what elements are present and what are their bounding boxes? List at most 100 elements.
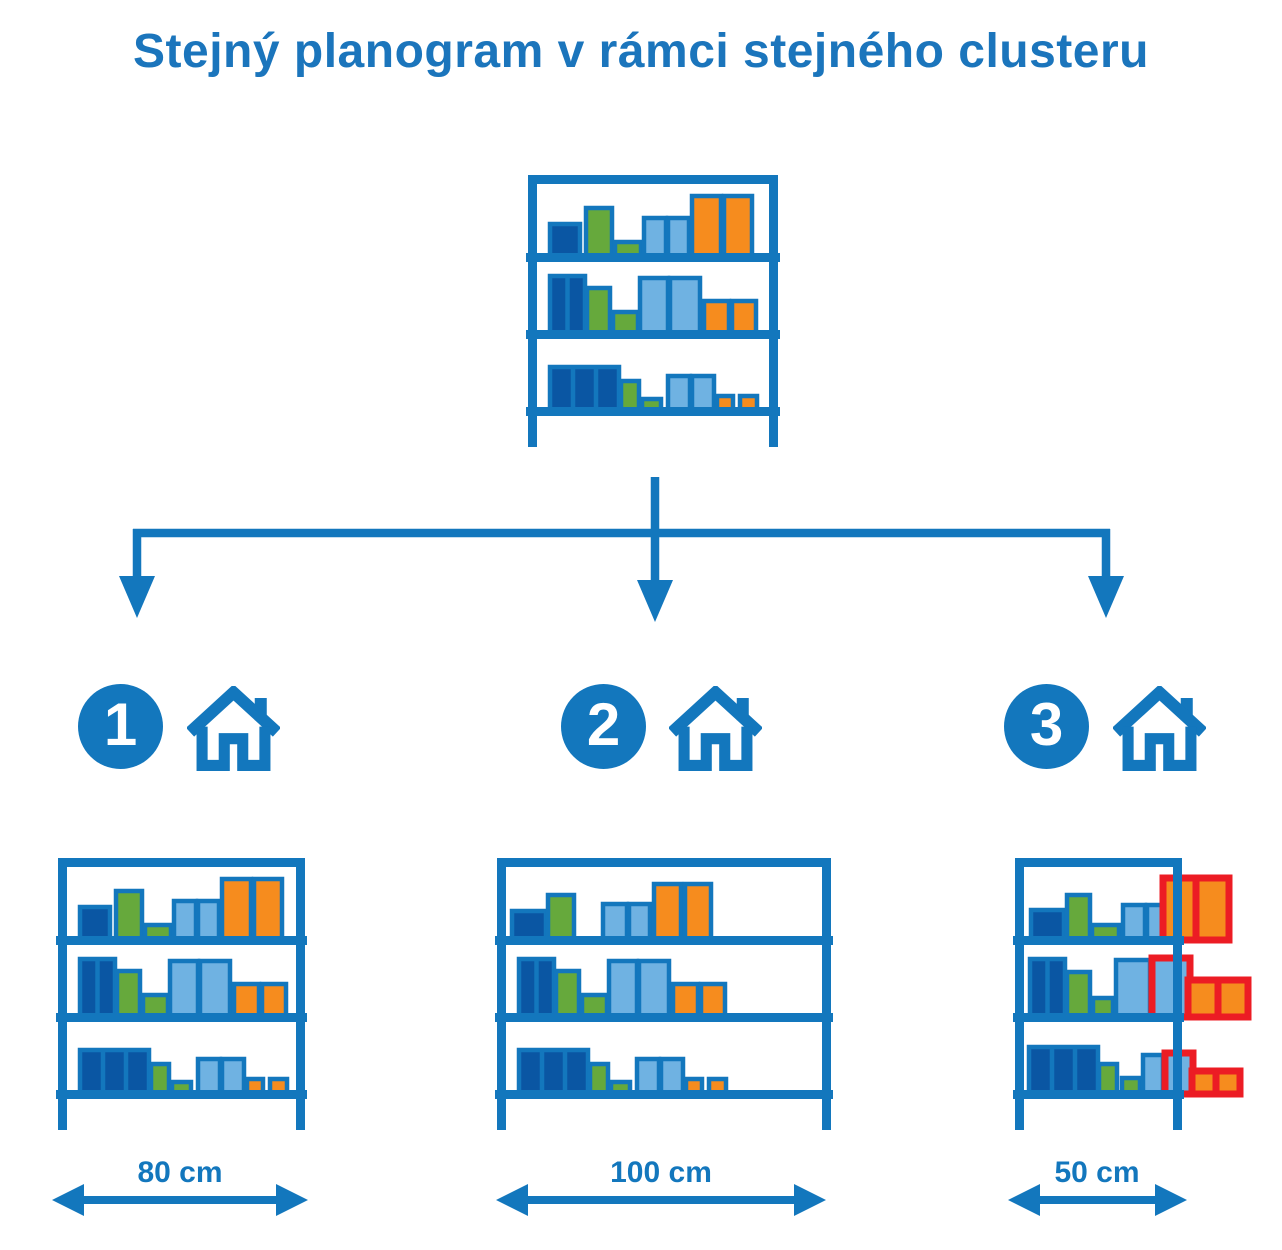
product-box (167, 958, 201, 1020)
arrowhead-down (1088, 576, 1124, 618)
shelf-board (495, 1013, 833, 1022)
product-box (553, 968, 582, 1020)
product-box (689, 193, 724, 260)
shelf-board (56, 1090, 307, 1099)
product-box (1140, 1052, 1166, 1097)
shelf-post (497, 858, 506, 1130)
product-box (665, 373, 693, 414)
product-box (1096, 1061, 1120, 1097)
product-box (509, 908, 549, 943)
product-box (113, 888, 145, 943)
product-box (77, 904, 113, 943)
arrowhead-left (52, 1184, 84, 1216)
product-box (114, 968, 143, 1020)
shelf-frame (528, 175, 778, 184)
arrowhead-right (276, 1184, 308, 1216)
store-3-shelf (1013, 858, 1252, 1130)
product-box (637, 275, 671, 337)
product-box (698, 981, 728, 1020)
cluster-3-number: 3 (1029, 690, 1064, 758)
product-box (77, 1047, 152, 1097)
width-label-50cm: 50 cm (1054, 1156, 1140, 1189)
shelf-board (526, 330, 780, 339)
cluster-2-badge: 2 (561, 684, 646, 769)
arrowhead-down (119, 576, 155, 618)
product-box (1026, 1044, 1101, 1097)
shelf-frame (1015, 858, 1182, 867)
product-box (219, 876, 254, 943)
product-box (651, 881, 684, 943)
shelf-board (526, 253, 780, 262)
product-box (682, 881, 714, 943)
product-box (547, 364, 622, 414)
product-box (689, 373, 717, 414)
product-box (667, 275, 703, 337)
product-box (606, 958, 640, 1020)
product-box (600, 901, 630, 943)
product-box (1064, 892, 1093, 943)
store-1-shelf (56, 858, 307, 1130)
cluster-3-badge: 3 (1004, 684, 1089, 769)
product-box (197, 958, 233, 1020)
shelf-frame (58, 858, 305, 867)
product-box (721, 193, 755, 260)
shelf-board (495, 1090, 833, 1099)
product-box (251, 876, 285, 943)
flow-connector (132, 477, 1111, 585)
shelf-board (56, 936, 307, 945)
product-box (259, 981, 289, 1020)
product-box (583, 205, 615, 260)
product-box (1120, 902, 1148, 943)
arrowhead-right (794, 1184, 826, 1216)
shelf-post (1015, 858, 1024, 1130)
product-box (670, 981, 701, 1020)
dimension-arrow-80cm (52, 1184, 308, 1216)
product-box (1064, 969, 1093, 1020)
shelf-board (1013, 1090, 1184, 1099)
page-title: Stejný planogram v rámci stejného cluste… (133, 25, 1149, 78)
dimension-arrow-100cm (496, 1184, 826, 1216)
width-label-80cm: 80 cm (137, 1156, 223, 1189)
product-box (1028, 907, 1067, 943)
dimension-arrow-50cm (1008, 1184, 1187, 1216)
product-box (584, 285, 613, 337)
shelf-frame (497, 858, 831, 867)
product-box (171, 898, 199, 943)
product-box-overflow (1148, 954, 1194, 1021)
shelf-post (296, 858, 305, 1130)
shelf-board (1013, 1013, 1184, 1022)
master-planogram-shelf (526, 175, 780, 447)
product-box (545, 892, 577, 943)
shelf-post (1173, 858, 1182, 1130)
product-box (634, 1056, 662, 1097)
cluster-1-number: 1 (103, 690, 138, 758)
product-box (195, 1056, 223, 1097)
product-box (636, 958, 672, 1020)
store-2-shelf (495, 858, 833, 1130)
arrowhead-left (496, 1184, 528, 1216)
product-box (547, 221, 583, 260)
shelf-post (822, 858, 831, 1130)
product-box (665, 215, 692, 260)
product-box (626, 901, 653, 943)
house-icon (669, 686, 762, 771)
product-box (658, 1056, 686, 1097)
shelf-post (769, 175, 778, 447)
shelf-board (526, 407, 780, 416)
product-box (148, 1061, 172, 1097)
product-box (587, 1061, 611, 1097)
shelf-post (528, 175, 537, 447)
product-box (195, 898, 222, 943)
product-box (729, 298, 759, 337)
house-icon (1113, 686, 1206, 771)
arrowhead-right (1155, 1184, 1187, 1216)
shelf-board (56, 1013, 307, 1022)
cluster-1-badge: 1 (78, 684, 163, 769)
house-icon (187, 686, 280, 771)
product-box (231, 981, 262, 1020)
width-label-100cm: 100 cm (610, 1156, 712, 1189)
shelf-board (495, 936, 833, 945)
shelf-post (58, 858, 67, 1130)
